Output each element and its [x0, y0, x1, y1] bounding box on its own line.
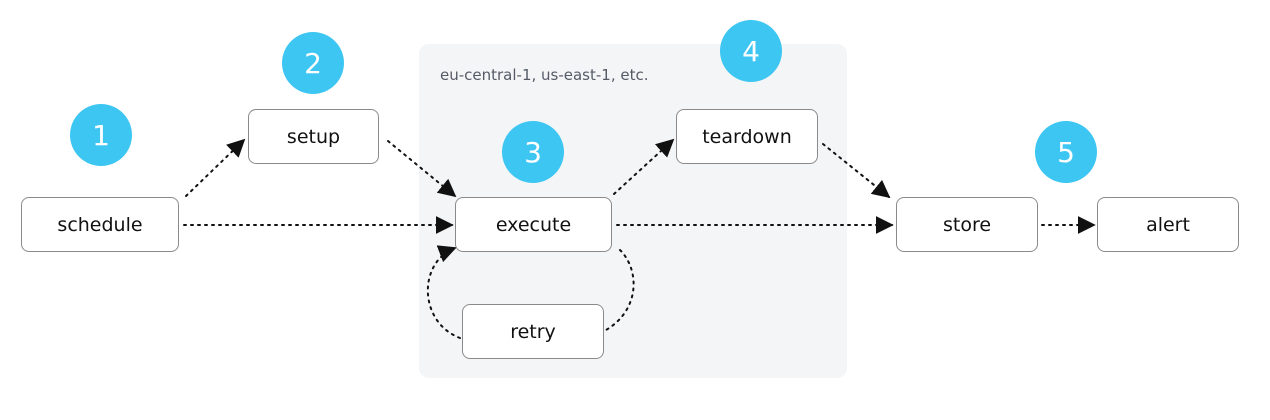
- step-badge-3: 3: [502, 121, 564, 183]
- step-badge-1: 1: [70, 104, 132, 166]
- node-teardown[interactable]: teardown: [676, 109, 818, 164]
- step-badge-2: 2: [282, 32, 344, 94]
- edge-setup-execute: [387, 140, 457, 198]
- step-badge-4: 4: [720, 20, 782, 82]
- edge-retry-execute: [426, 245, 461, 339]
- step-badge-5: 5: [1035, 121, 1097, 183]
- node-schedule[interactable]: schedule: [21, 197, 179, 252]
- node-execute[interactable]: execute: [455, 197, 612, 252]
- node-store[interactable]: store: [896, 197, 1038, 252]
- node-alert[interactable]: alert: [1097, 197, 1239, 252]
- edge-execute-retry: [605, 249, 635, 331]
- region-label: eu-central-1, us-east-1, etc.: [440, 66, 649, 84]
- edge-teardown-store: [822, 143, 891, 199]
- edge-schedule-setup: [185, 138, 246, 197]
- edge-execute-teardown: [613, 138, 675, 195]
- node-retry[interactable]: retry: [462, 304, 604, 359]
- node-setup[interactable]: setup: [248, 109, 379, 164]
